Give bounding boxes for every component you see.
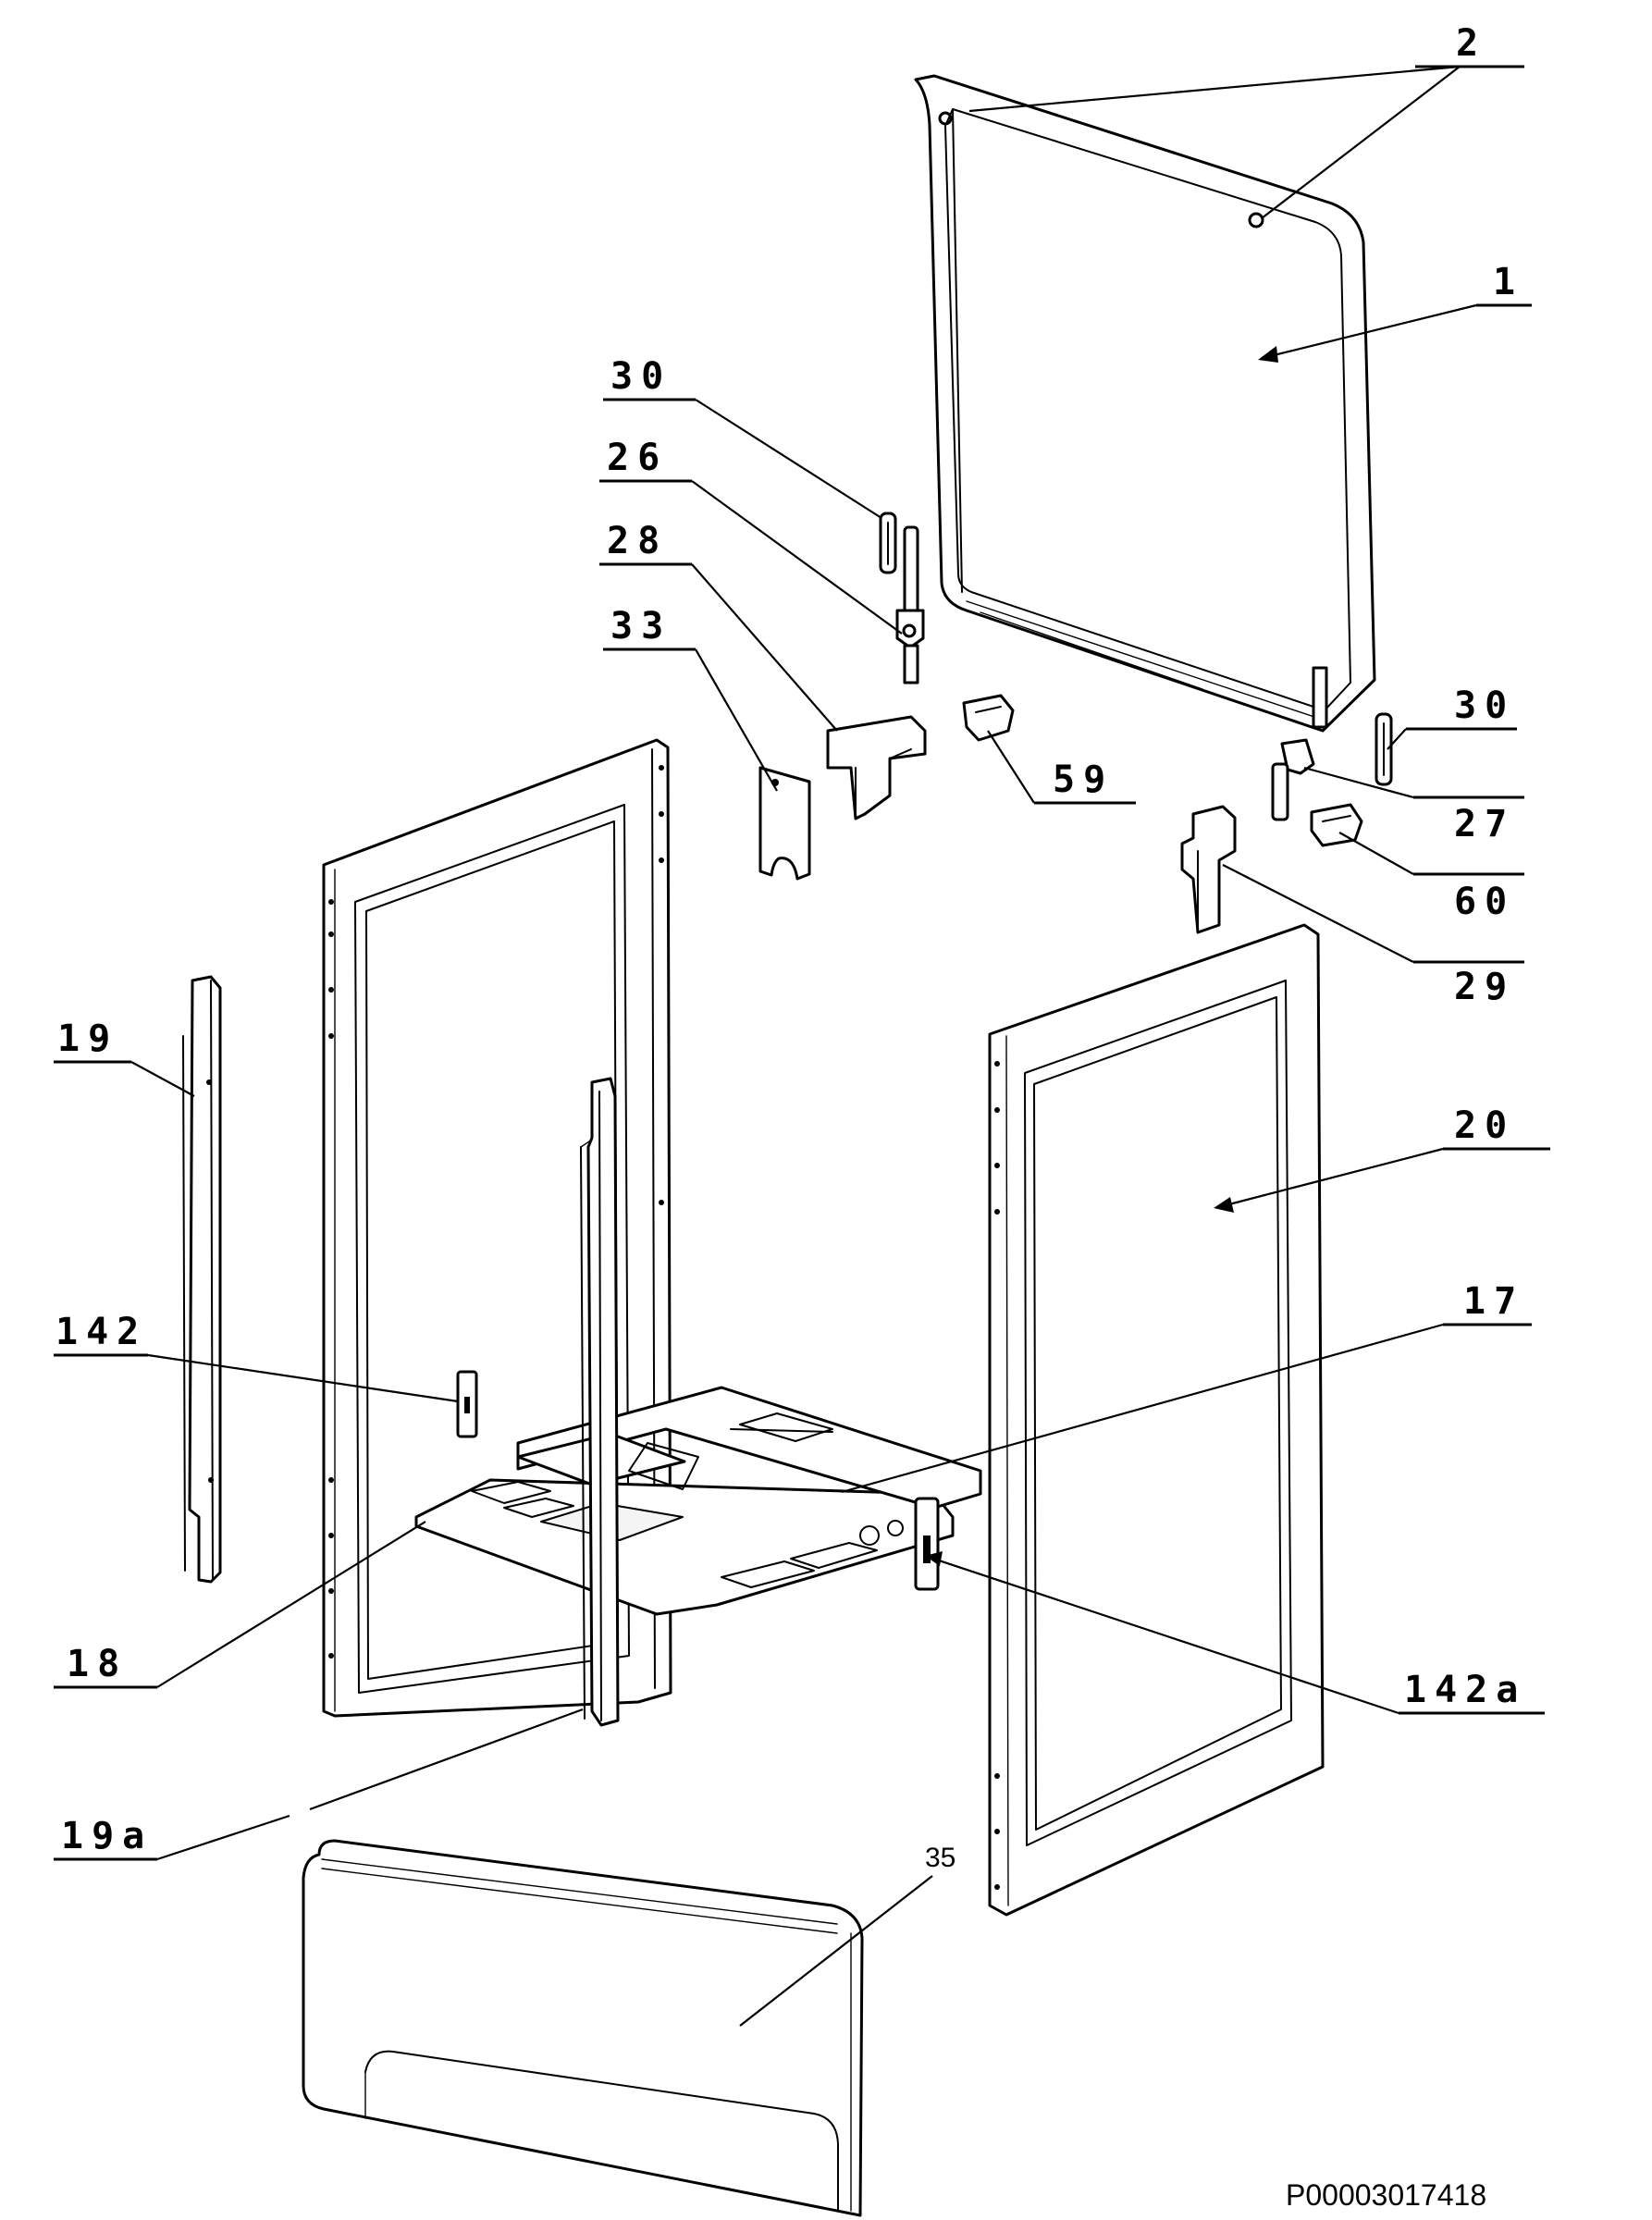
part-28-bracket bbox=[826, 715, 927, 820]
callout-labels: 2 1 30 26 28 33 59 30 27 60 29 19 20 17 … bbox=[55, 22, 1526, 1873]
callout-underlines bbox=[54, 65, 1550, 1861]
part-30-right-pin bbox=[1375, 712, 1393, 786]
part-19-side-rail bbox=[182, 975, 222, 1584]
part-142-clip bbox=[456, 1370, 478, 1438]
leader-lines bbox=[130, 65, 1477, 2027]
callout-1: 1 bbox=[1493, 261, 1523, 303]
callout-19: 19 bbox=[57, 1018, 118, 1060]
part-29-bracket bbox=[1180, 805, 1237, 934]
callout-35: 35 bbox=[925, 1843, 955, 1873]
callout-30-right: 30 bbox=[1454, 684, 1515, 727]
callout-33: 33 bbox=[610, 605, 672, 648]
part-142a-clip bbox=[914, 1497, 940, 1591]
callout-59: 59 bbox=[1053, 758, 1114, 801]
part-30-left-pin bbox=[879, 512, 897, 574]
part-59-clip bbox=[962, 694, 1015, 742]
callout-142: 142 bbox=[55, 1311, 147, 1353]
part-60-clip bbox=[1310, 803, 1363, 847]
part-33-plate bbox=[758, 766, 811, 881]
part-26-hinge bbox=[895, 525, 925, 684]
callout-18: 18 bbox=[67, 1643, 128, 1685]
part-35-front-cover bbox=[302, 1839, 864, 2217]
part-27-hinge bbox=[1271, 738, 1315, 821]
callout-17: 17 bbox=[1463, 1280, 1524, 1323]
callout-26: 26 bbox=[607, 437, 668, 479]
part-20-right-side-panel bbox=[988, 923, 1325, 1917]
callout-27: 27 bbox=[1454, 803, 1515, 845]
part-1-top-panel bbox=[914, 74, 1376, 733]
drawing-code: P00003017418 bbox=[1286, 2178, 1486, 2212]
callout-142a: 142a bbox=[1404, 1669, 1526, 1711]
part-19a-front-rail bbox=[580, 1077, 620, 1727]
callout-20: 20 bbox=[1454, 1104, 1515, 1147]
callout-28: 28 bbox=[607, 520, 668, 562]
callout-19a: 19a bbox=[61, 1815, 153, 1857]
callout-2: 2 bbox=[1456, 22, 1486, 65]
callout-30-left: 30 bbox=[610, 355, 672, 398]
callout-29: 29 bbox=[1454, 966, 1515, 1008]
callout-60: 60 bbox=[1454, 881, 1515, 923]
